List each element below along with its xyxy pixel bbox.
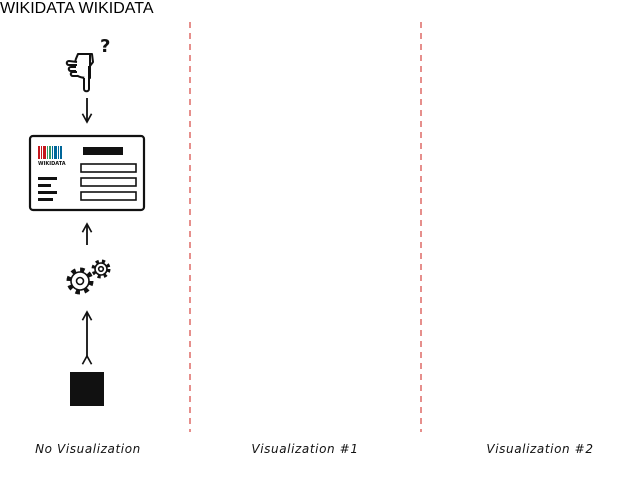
wikidata-screen: WIKIDATA [79,0,154,17]
question-mark: ? [100,36,110,57]
wikidata-logo-icon: WIKIDATA [0,0,79,17]
pointing-hand-icon: WIKIDATA [0,0,79,17]
panel-no-visualization: ? WIKIDATA [28,36,146,406]
caption-visualization-2: Visualization #2 [486,442,594,456]
caption-no-visualization: No Visualization [35,442,141,456]
pointing-hand-icon [65,53,94,93]
wikidata-screen: WIKIDATA [28,134,146,212]
wikidata-screen: WIKIDATA [0,0,79,17]
caption-visualization-1: Visualization #1 [251,442,359,456]
wikidata-logo-text: WIKIDATA [38,161,66,167]
wikidata-logo-icon: WIKIDATA [79,0,154,17]
arrow-up: WIKIDATA [0,0,79,17]
wikidata-logo-icon [38,146,62,159]
eye-icon: WIKIDATA [0,0,79,17]
database-block-icon [70,372,104,406]
gears-icon [69,262,109,293]
arrow-down: WIKIDATA [79,0,154,17]
wikidata-logo-text: WIKIDATA [78,0,154,17]
arrow-down: WIKIDATA [0,0,79,17]
pointing-hand-icon: WIKIDATA [79,0,154,17]
panel-visualization-1: WIKIDATA [0,0,79,17]
eye-icon: WIKIDATA [79,0,154,17]
arrow-up: WIKIDATA [79,0,154,17]
wikidata-logo-text: WIKIDATA [0,0,75,17]
panel-visualization-2: WIKIDATA [79,0,154,17]
